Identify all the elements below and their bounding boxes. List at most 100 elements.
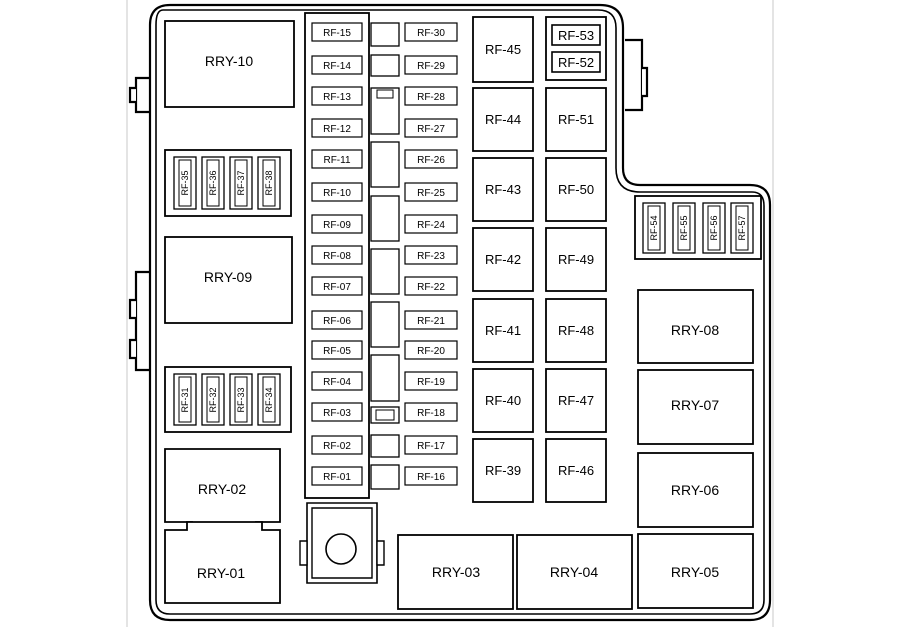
fuse-rf-53 bbox=[551, 24, 601, 46]
fuse-label-rf-15: RF-15 bbox=[323, 28, 351, 39]
fuse-label-rf-47: RF-47 bbox=[558, 393, 594, 408]
fuse-rf-12 bbox=[311, 118, 363, 138]
fuse-label-rf-19: RF-19 bbox=[417, 377, 445, 388]
fuse-rf-06 bbox=[311, 310, 363, 330]
relay-label-rry-07: RRY-07 bbox=[671, 397, 719, 413]
fuse-rf-28 bbox=[404, 86, 458, 106]
fuse-label-rf-26: RF-26 bbox=[417, 155, 445, 166]
relay-rry-05 bbox=[637, 533, 754, 609]
fuse-rf-16 bbox=[404, 466, 458, 486]
fuse-label-rf-44: RF-44 bbox=[485, 112, 521, 127]
fuse-rf-41 bbox=[472, 298, 534, 363]
fuse-label-rf-55: RF-55 bbox=[679, 215, 689, 240]
fuse-rf-14 bbox=[311, 55, 363, 75]
fuse-label-rf-38: RF-38 bbox=[264, 170, 274, 195]
fuse-label-rf-01: RF-01 bbox=[323, 472, 351, 483]
fuse-label-rf-34: RF-34 bbox=[264, 387, 274, 412]
fuse-label-rf-08: RF-08 bbox=[323, 251, 351, 262]
fuse-rf-21 bbox=[404, 310, 458, 330]
fuse-rf-39 bbox=[472, 438, 534, 503]
fuse-label-rf-07: RF-07 bbox=[323, 282, 351, 293]
fuse-rf-02 bbox=[311, 435, 363, 455]
fuse-label-rf-23: RF-23 bbox=[417, 251, 445, 262]
fuse-label-rf-33: RF-33 bbox=[236, 387, 246, 412]
fuse-label-rf-41: RF-41 bbox=[485, 323, 521, 338]
fuse-label-rf-53: RF-53 bbox=[558, 28, 594, 43]
fuse-label-rf-21: RF-21 bbox=[417, 316, 445, 327]
fuse-rf-08 bbox=[311, 245, 363, 265]
fuse-label-rf-49: RF-49 bbox=[558, 252, 594, 267]
fuse-label-rf-13: RF-13 bbox=[323, 92, 351, 103]
mini-fuses-left bbox=[311, 22, 363, 486]
fuse-label-rf-40: RF-40 bbox=[485, 393, 521, 408]
relay-label-rry-08: RRY-08 bbox=[671, 322, 719, 338]
fuse-label-rf-36: RF-36 bbox=[208, 170, 218, 195]
fuse-rf-09 bbox=[311, 214, 363, 234]
fuse-rf-05 bbox=[311, 340, 363, 360]
fuse-label-rf-14: RF-14 bbox=[323, 61, 351, 72]
fuse-label-rf-50: RF-50 bbox=[558, 182, 594, 197]
fuse-rf-30 bbox=[404, 22, 458, 42]
fuse-rf-51 bbox=[545, 87, 607, 152]
fuse-label-rf-25: RF-25 bbox=[417, 188, 445, 199]
fuse-label-rf-45: RF-45 bbox=[485, 42, 521, 57]
relay-label-rry-03: RRY-03 bbox=[432, 564, 480, 580]
fuse-label-rf-02: RF-02 bbox=[323, 441, 351, 452]
fuse-rf-27 bbox=[404, 118, 458, 138]
fuse-label-rf-16: RF-16 bbox=[417, 472, 445, 483]
fuse-label-rf-37: RF-37 bbox=[236, 170, 246, 195]
fuse-label-rf-30: RF-30 bbox=[417, 28, 445, 39]
fuse-rf-07 bbox=[311, 276, 363, 296]
fuse-rf-46 bbox=[545, 438, 607, 503]
spare-fuse-slots bbox=[370, 22, 400, 490]
fuse-label-rf-05: RF-05 bbox=[323, 346, 351, 357]
fuse-rf-42 bbox=[472, 227, 534, 292]
fuse-label-rf-29: RF-29 bbox=[417, 61, 445, 72]
fuse-label-rf-54: RF-54 bbox=[649, 215, 659, 240]
fuse-rf-52 bbox=[551, 51, 601, 73]
fuse-rf-48 bbox=[545, 298, 607, 363]
fuse-rf-22 bbox=[404, 276, 458, 296]
relay-rry-10 bbox=[164, 20, 295, 108]
fuse-rf-19 bbox=[404, 371, 458, 391]
relay-label-rry-09: RRY-09 bbox=[204, 269, 252, 285]
fuse-rf-04 bbox=[311, 371, 363, 391]
relay-rry-03 bbox=[397, 534, 514, 610]
fuse-label-rf-18: RF-18 bbox=[417, 408, 445, 419]
fuse-label-rf-31: RF-31 bbox=[180, 387, 190, 412]
fuse-rf-26 bbox=[404, 149, 458, 169]
fuse-label-rf-48: RF-48 bbox=[558, 323, 594, 338]
fuse-label-rf-12: RF-12 bbox=[323, 124, 351, 135]
fuse-rf-25 bbox=[404, 182, 458, 202]
fuse-rf-10 bbox=[311, 182, 363, 202]
fuse-label-rf-52: RF-52 bbox=[558, 55, 594, 70]
fuse-rf-49 bbox=[545, 227, 607, 292]
relay-rry-09 bbox=[164, 236, 293, 324]
fuse-label-rf-17: RF-17 bbox=[417, 441, 445, 452]
fuse-rf-18 bbox=[404, 402, 458, 422]
relay-label-rry-05: RRY-05 bbox=[671, 564, 719, 580]
relay-rry-07 bbox=[637, 369, 754, 445]
fuse-label-rf-22: RF-22 bbox=[417, 282, 445, 293]
terminal-bolt-icon bbox=[325, 533, 357, 565]
fuse-label-rf-24: RF-24 bbox=[417, 220, 445, 231]
fuse-label-rf-11: RF-11 bbox=[323, 155, 350, 166]
relay-rry-06 bbox=[637, 452, 754, 528]
fuse-label-rf-39: RF-39 bbox=[485, 463, 521, 478]
fuse-label-rf-27: RF-27 bbox=[417, 124, 445, 135]
relay-rry-01 bbox=[164, 521, 281, 604]
relay-rry-08 bbox=[637, 289, 754, 364]
fuse-rf-13 bbox=[311, 86, 363, 106]
fuse-rf-47 bbox=[545, 368, 607, 433]
fuse-rf-29 bbox=[404, 55, 458, 75]
fuse-label-rf-28: RF-28 bbox=[417, 92, 445, 103]
mini-fuses-right bbox=[404, 22, 458, 486]
fuse-label-rf-51: RF-51 bbox=[558, 112, 594, 127]
relay-label-rry-04: RRY-04 bbox=[550, 564, 598, 580]
fuse-label-rf-43: RF-43 bbox=[485, 182, 521, 197]
relay-label-rry-01: RRY-01 bbox=[197, 565, 245, 581]
fuse-label-rf-57: RF-57 bbox=[737, 215, 747, 240]
fuse-label-rf-04: RF-04 bbox=[323, 377, 351, 388]
fuse-label-rf-32: RF-32 bbox=[208, 387, 218, 412]
